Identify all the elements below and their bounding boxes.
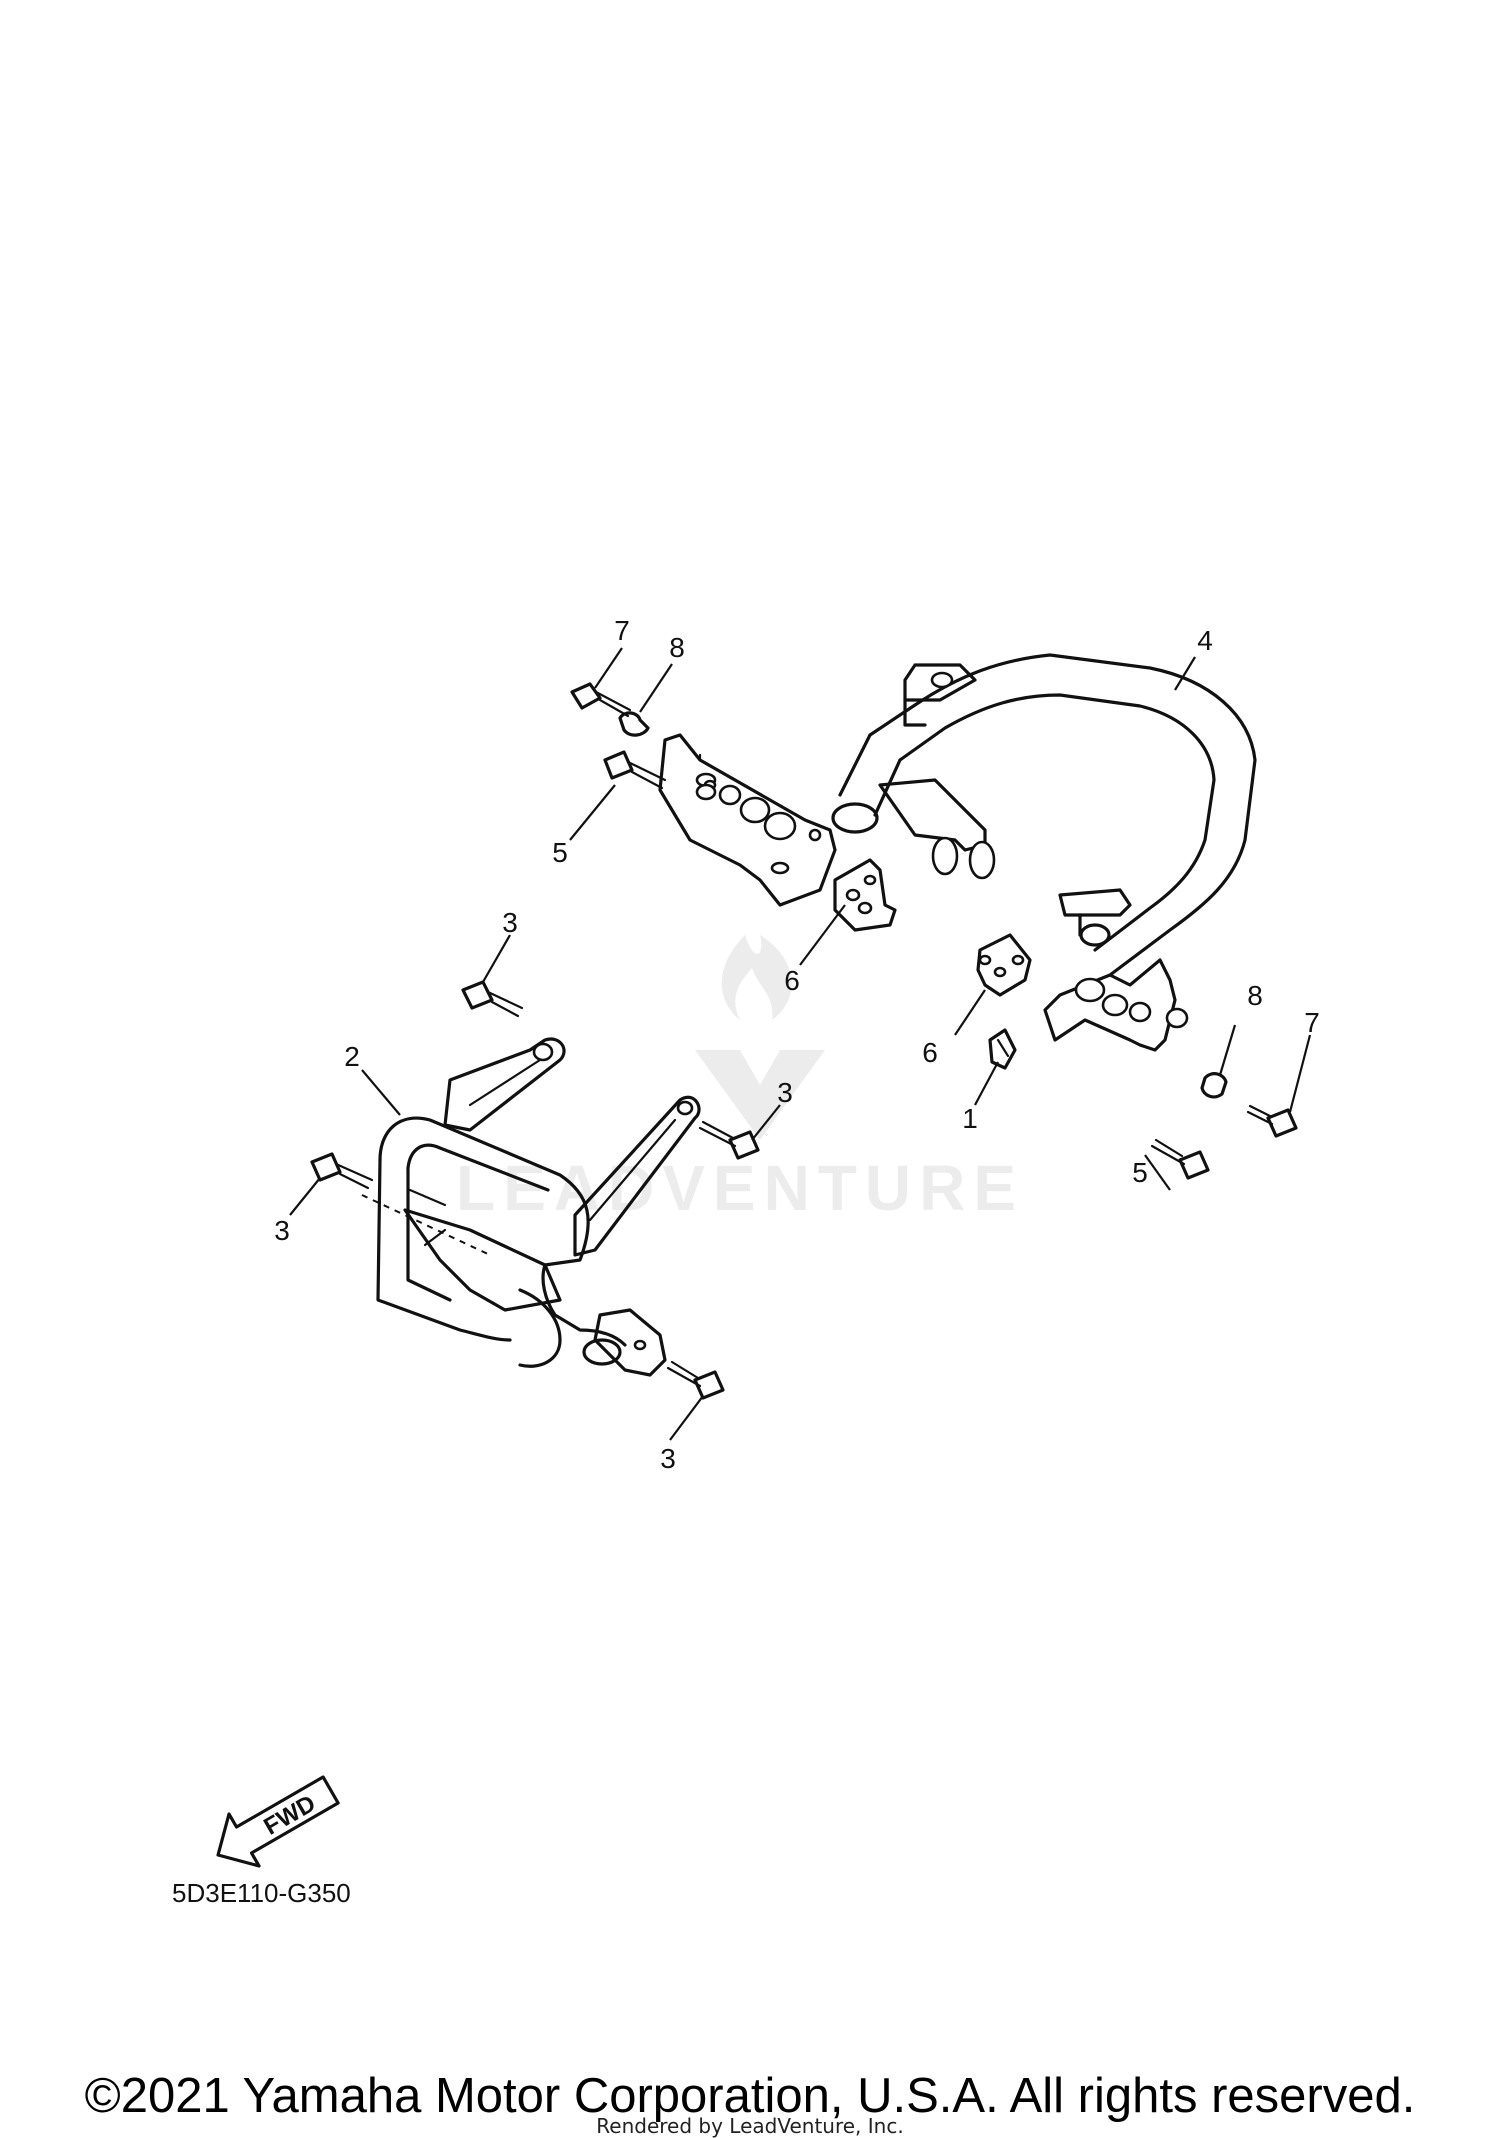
part-6-bracket-left[interactable] <box>833 858 897 932</box>
callout-3-top[interactable]: 3 <box>502 907 518 938</box>
callout-5-right[interactable]: 5 <box>1132 1157 1148 1188</box>
watermark: LEADVENTURE <box>456 935 1024 1224</box>
part-3-bolt-right[interactable] <box>698 1120 760 1160</box>
callout-7-left[interactable]: 7 <box>614 615 630 646</box>
callout-5-left[interactable]: 5 <box>552 837 568 868</box>
callout-3-right[interactable]: 3 <box>777 1077 793 1108</box>
part-7-bolt-left[interactable] <box>570 682 632 718</box>
callout-6-right[interactable]: 6 <box>922 1037 938 1068</box>
callout-3-left[interactable]: 3 <box>274 1215 290 1246</box>
callout-7-right[interactable]: 7 <box>1304 1007 1320 1038</box>
callout-6-left[interactable]: 6 <box>784 965 800 996</box>
part-8-collar-right[interactable] <box>1200 1072 1228 1099</box>
part-7-bolt-right[interactable] <box>1246 1104 1298 1138</box>
callout-8-left[interactable]: 8 <box>669 632 685 663</box>
part-3-bolt-left[interactable] <box>310 1152 374 1190</box>
flame-logo-icon <box>721 935 792 1020</box>
callout-8-right[interactable]: 8 <box>1247 980 1263 1011</box>
callout-2[interactable]: 2 <box>344 1041 360 1072</box>
part-1-clip[interactable] <box>988 1028 1017 1070</box>
part-4-right-plate[interactable] <box>1043 958 1189 1052</box>
part-4-left-plate[interactable] <box>658 733 837 907</box>
fwd-arrow-icon: FWD <box>216 1775 340 1868</box>
part-5-bolt-right[interactable] <box>1150 1138 1210 1180</box>
part-8-collar-left[interactable] <box>618 711 650 737</box>
leader-lines <box>289 647 1312 1441</box>
callout-4[interactable]: 4 <box>1197 625 1213 656</box>
diagram-code: 5D3E110-G350 <box>172 1878 351 1908</box>
part-5-bolt-left[interactable] <box>603 750 667 790</box>
part-3-bolt-bottom[interactable] <box>666 1360 725 1400</box>
part-6-bracket-right[interactable] <box>976 933 1032 997</box>
v-logo-icon <box>695 1050 825 1140</box>
rendered-by-notice: Rendered by LeadVenture, Inc. <box>596 2114 904 2138</box>
watermark-text: LEADVENTURE <box>456 1152 1024 1224</box>
part-2-front-guard[interactable] <box>361 1037 701 1377</box>
callout-3-bottom[interactable]: 3 <box>660 1443 676 1474</box>
part-4-grab-bar[interactable] <box>831 653 1257 977</box>
part-3-bolt-top[interactable] <box>461 980 524 1018</box>
callout-1[interactable]: 1 <box>962 1103 978 1134</box>
copyright-notice: ©2021 Yamaha Motor Corporation, U.S.A. A… <box>84 2069 1416 2123</box>
callout-numbers: 7 8 4 5 6 3 2 3 3 3 6 8 7 1 5 <box>274 615 1320 1474</box>
